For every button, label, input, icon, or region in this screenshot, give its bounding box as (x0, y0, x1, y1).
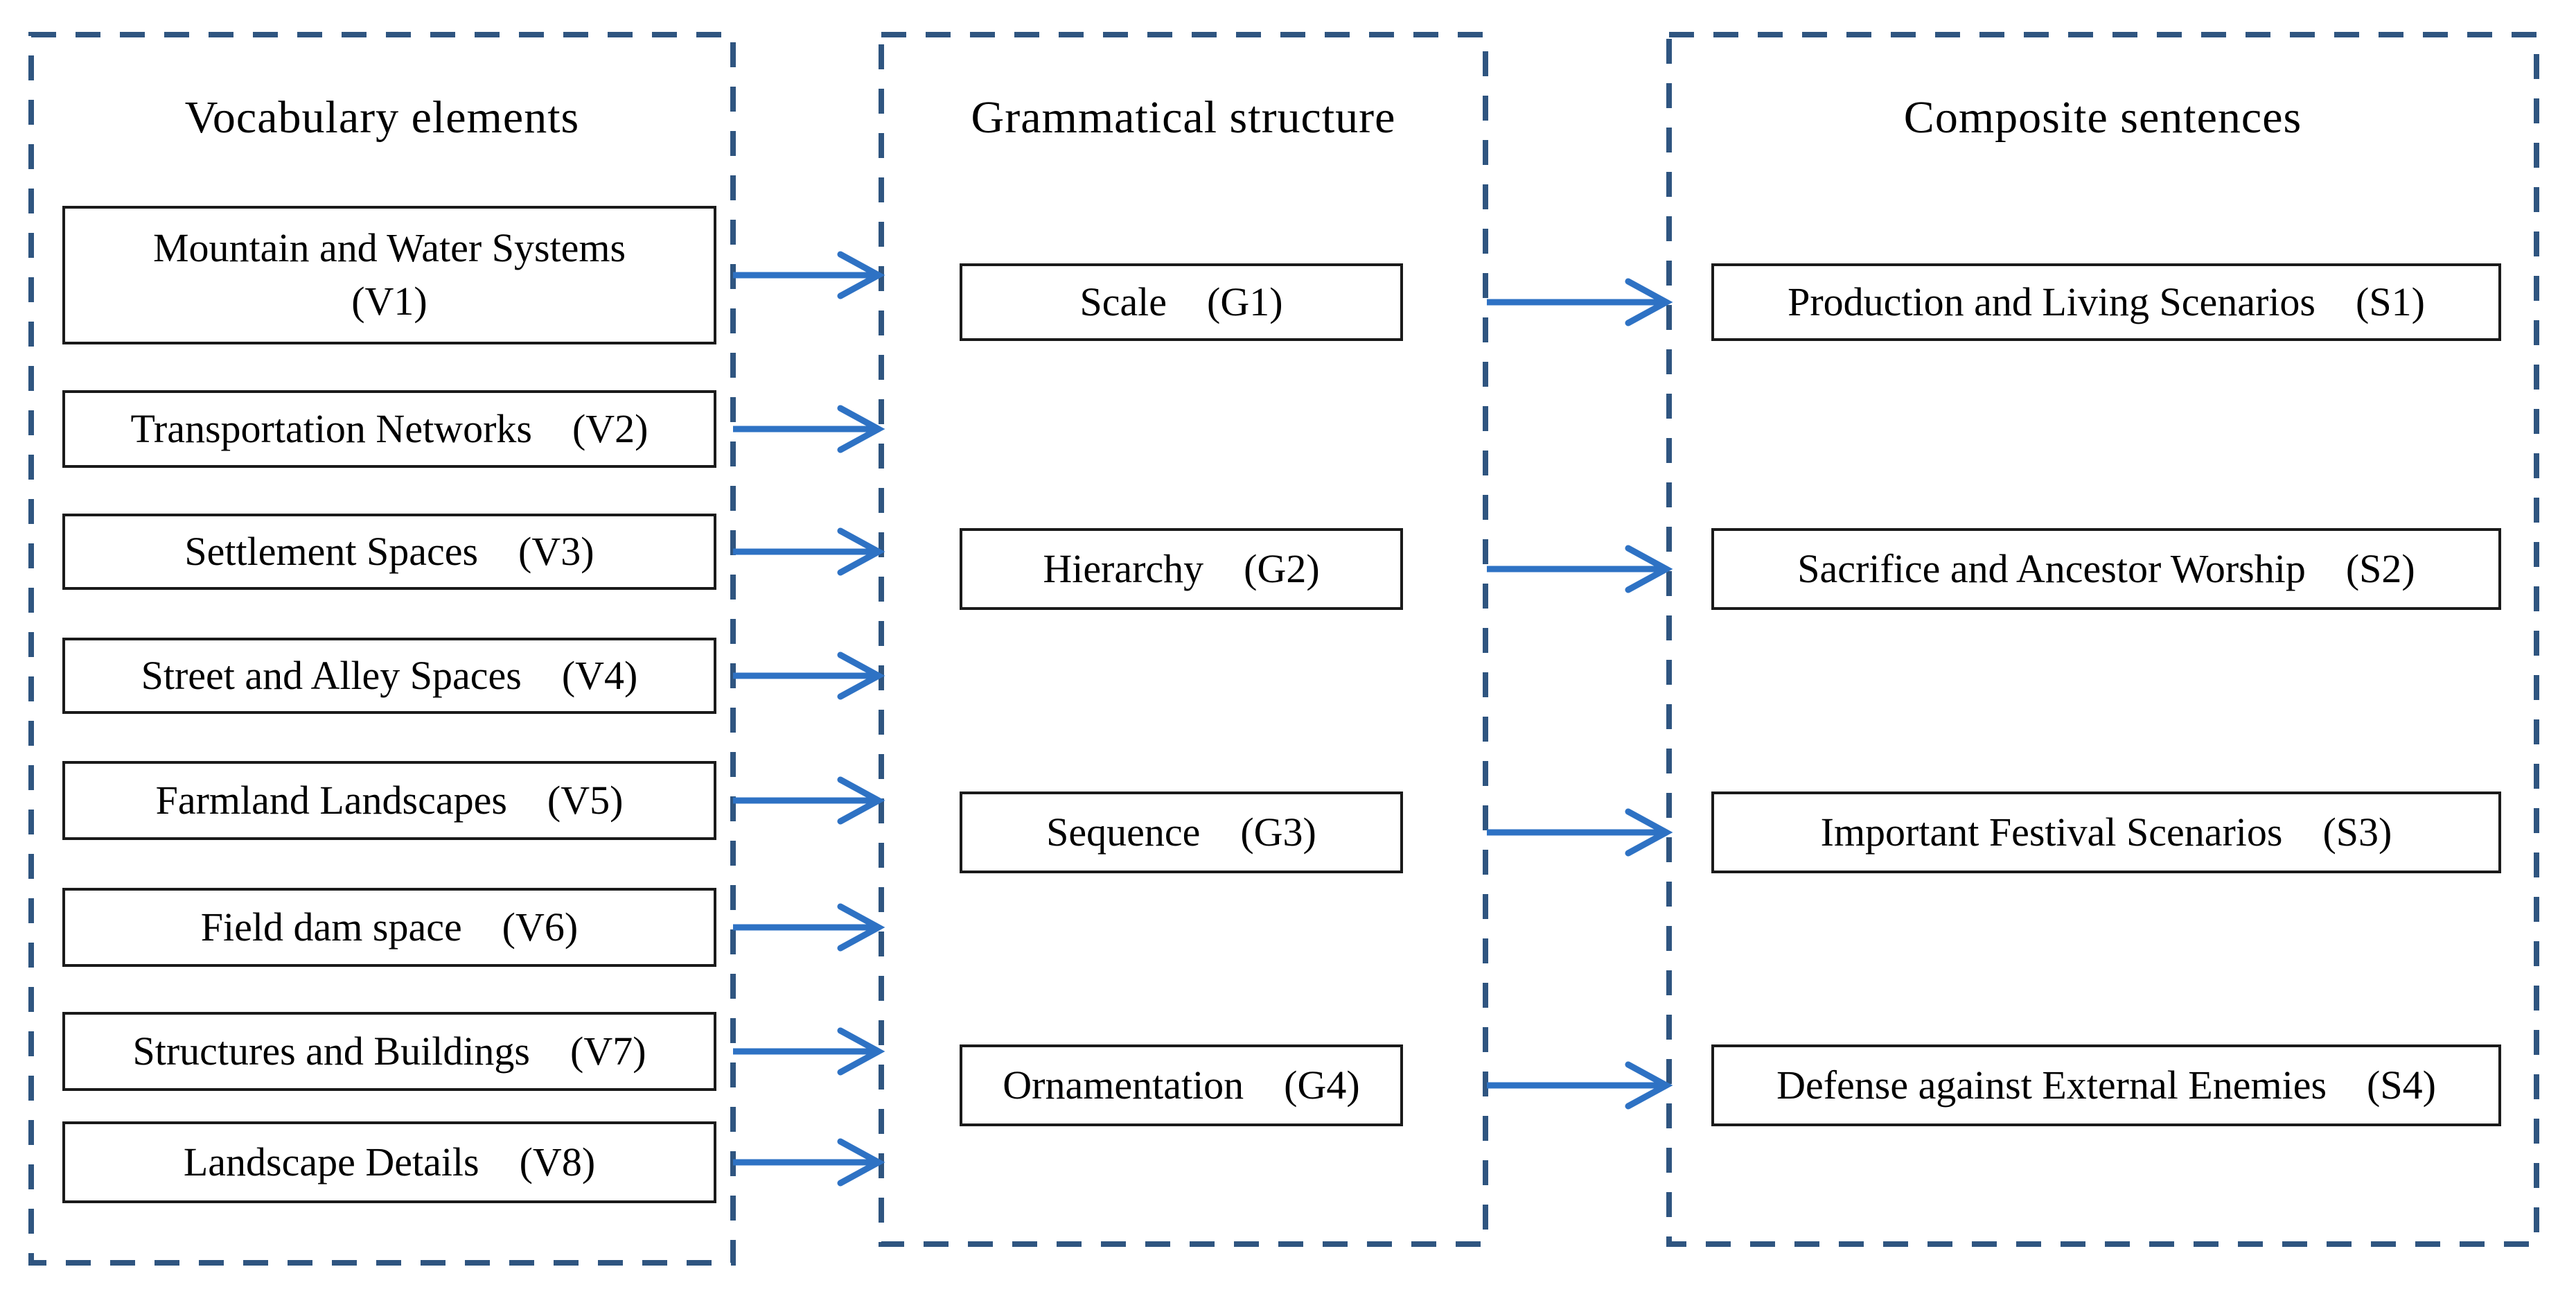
node-v7-label: Structures and Buildings (V7) (132, 1028, 646, 1074)
arrow-v1-to-grammar (733, 251, 885, 299)
grammar-column-frame (879, 32, 1488, 1247)
grammar-column-title: Grammatical structure (971, 92, 1396, 143)
node-s4-label: Defense against External Enemies (S4) (1776, 1062, 2436, 1108)
node-g3: Sequence (G3) (960, 792, 1403, 873)
node-v4: Street and Alley Spaces (V4) (62, 638, 716, 714)
node-s1-label: Production and Living Scenarios (S1) (1788, 279, 2425, 324)
node-v2-label: Transportation Networks (V2) (130, 405, 649, 451)
node-g3-label: Sequence (G3) (1046, 809, 1316, 855)
arrow-g4-to-s4 (1487, 1061, 1673, 1110)
node-v3: Settlement Spaces (V3) (62, 514, 716, 590)
arrow-g1-to-s1 (1487, 278, 1673, 326)
node-v8-label: Landscape Details (V8) (183, 1139, 596, 1184)
node-g2-label: Hierarchy (G2) (1043, 545, 1320, 591)
node-v1: Mountain and Water Systems (V1) (62, 206, 716, 344)
arrow-v2-to-grammar (733, 405, 885, 453)
node-v4-label: Street and Alley Spaces (V4) (141, 652, 638, 698)
node-v1-label: Mountain and Water Systems (152, 225, 626, 271)
node-g4-label: Ornamentation (G4) (1003, 1062, 1360, 1108)
node-s3: Important Festival Scenarios (S3) (1711, 792, 2501, 873)
node-s2-label: Sacrifice and Ancestor Worship (S2) (1797, 545, 2415, 591)
node-v8: Landscape Details (V8) (62, 1121, 716, 1203)
sentences-column-title: Composite sentences (1903, 92, 2302, 143)
node-s4: Defense against External Enemies (S4) (1711, 1044, 2501, 1126)
node-v1-code: (V1) (351, 279, 427, 324)
node-g1: Scale (G1) (960, 263, 1403, 341)
node-v3-label: Settlement Spaces (V3) (184, 528, 594, 574)
arrow-v4-to-grammar (733, 652, 885, 700)
node-v6: Field dam space (V6) (62, 888, 716, 967)
node-v7: Structures and Buildings (V7) (62, 1012, 716, 1091)
node-g2: Hierarchy (G2) (960, 528, 1403, 610)
node-v6-label: Field dam space (V6) (200, 904, 579, 950)
arrow-v6-to-grammar (733, 903, 885, 952)
node-v5-label: Farmland Landscapes (V5) (155, 777, 624, 823)
sentences-column-frame (1666, 32, 2539, 1247)
node-s1: Production and Living Scenarios (S1) (1711, 263, 2501, 341)
arrow-v7-to-grammar (733, 1027, 885, 1076)
arrow-g2-to-s2 (1487, 545, 1673, 593)
arrow-v3-to-grammar (733, 527, 885, 576)
node-s2: Sacrifice and Ancestor Worship (S2) (1711, 528, 2501, 610)
vocabulary-column-title: Vocabulary elements (184, 92, 580, 143)
node-g4: Ornamentation (G4) (960, 1044, 1403, 1126)
node-s3-label: Important Festival Scenarios (S3) (1820, 809, 2392, 855)
arrow-v8-to-grammar (733, 1138, 885, 1187)
arrow-g3-to-s3 (1487, 808, 1673, 857)
node-g1-label: Scale (G1) (1079, 279, 1283, 324)
node-v2: Transportation Networks (V2) (62, 390, 716, 468)
vocabulary-column-frame (28, 32, 736, 1266)
arrow-v5-to-grammar (733, 776, 885, 825)
node-v5: Farmland Landscapes (V5) (62, 761, 716, 840)
